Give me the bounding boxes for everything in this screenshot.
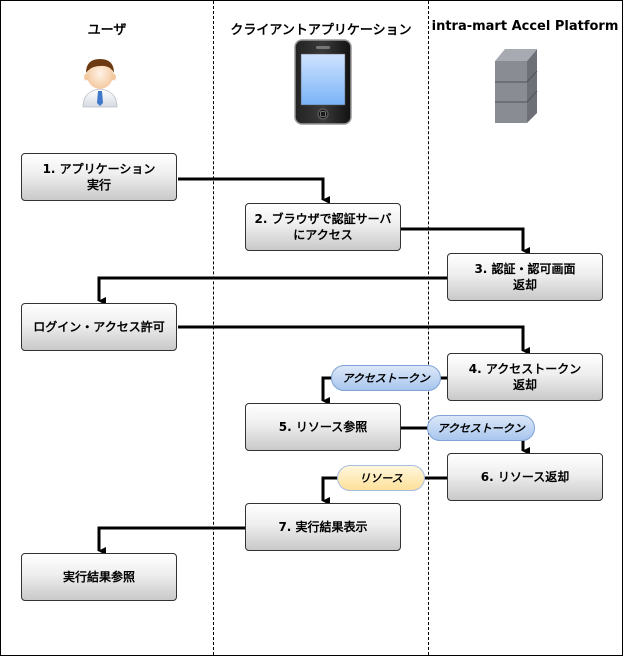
arrow-step7-to-result xyxy=(97,526,245,555)
view-result[interactable]: 実行結果参照 xyxy=(21,553,177,601)
user-icon xyxy=(82,59,118,108)
lane-title-platform: intra-mart Accel Platform xyxy=(431,19,619,34)
server-icon xyxy=(495,49,538,123)
step-3-return-auth-screen[interactable]: 3. 認証・認可画面 返却 xyxy=(447,253,603,301)
login-grant-access[interactable]: ログイン・アクセス許可 xyxy=(21,303,177,351)
step-6-return-resource[interactable]: 6. リソース返却 xyxy=(447,453,603,501)
step-7-show-result[interactable]: 7. 実行結果表示 xyxy=(245,503,401,551)
access-token-pill: アクセストークン xyxy=(331,365,441,391)
step-5-request-resource[interactable]: 5. リソース参照 xyxy=(245,403,401,451)
step-1-launch-app[interactable]: 1. アプリケーション 実行 xyxy=(21,153,177,201)
smartphone-icon xyxy=(294,39,352,125)
arrow-step2-to-step3 xyxy=(401,227,530,255)
arrow-step3-to-login xyxy=(97,276,447,305)
lane-title-user: ユーザ xyxy=(87,23,127,38)
access-token-pill: アクセストークン xyxy=(427,415,535,441)
step-4-return-token[interactable]: 4. アクセストークン 返却 xyxy=(447,353,603,401)
arrow-step1-to-step2 xyxy=(178,177,330,204)
resource-pill: リソース xyxy=(337,465,425,491)
arrow-login-to-step4 xyxy=(178,325,530,355)
step-2-access-auth-server[interactable]: 2. ブラウザで認証サーバ にアクセス xyxy=(245,203,401,251)
lane-title-client-app: クライアントアプリケーション xyxy=(230,23,412,38)
